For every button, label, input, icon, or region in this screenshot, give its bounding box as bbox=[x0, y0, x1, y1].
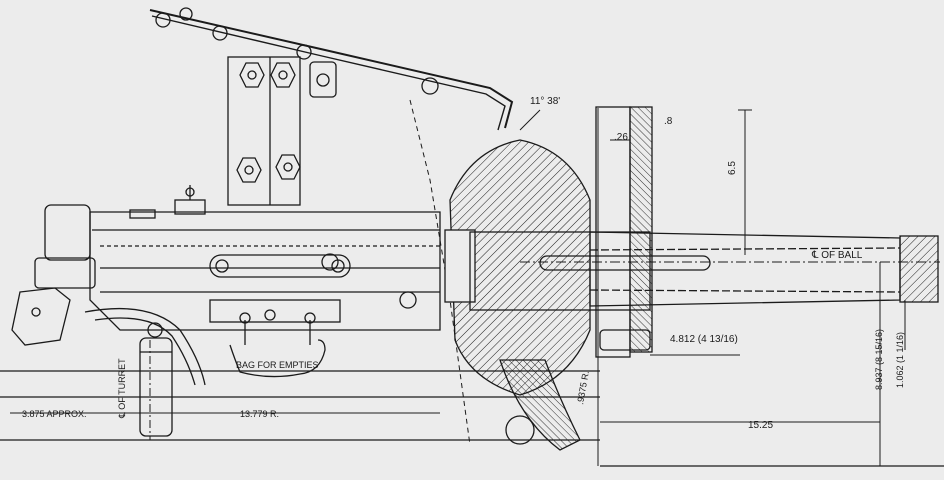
vertical-bracket bbox=[227, 56, 337, 206]
bag-label: BAG FOR EMPTIES bbox=[236, 360, 319, 370]
gun-receiver bbox=[34, 185, 441, 331]
dim-8-label: .8 bbox=[664, 116, 673, 127]
turret-centerline-label: ℄ OF TURRET bbox=[117, 358, 127, 419]
ball-centerline-label: ℄ OF BALL bbox=[811, 250, 863, 261]
pistol-grip bbox=[11, 287, 71, 346]
shield-plate bbox=[149, 7, 514, 131]
dim-small-rot-label: .9375 R. bbox=[575, 370, 591, 405]
angle-label: 11° 38' bbox=[530, 96, 560, 107]
turret-ball bbox=[399, 139, 591, 451]
dim-4812-label: 4.812 (4 13/16) bbox=[670, 334, 738, 345]
dim-65-label: 6.5 bbox=[727, 161, 738, 175]
dimension-lines bbox=[10, 108, 906, 466]
dim-1062-label: 1.062 (1 1/16) bbox=[895, 332, 905, 388]
empties-bag bbox=[229, 309, 326, 378]
dim-1525-label: 15.25 bbox=[748, 420, 773, 431]
trigger-assembly bbox=[84, 307, 206, 437]
dim-3875-label: 3.875 APPROX. bbox=[22, 409, 87, 419]
dim-13779-label: 13.779 R. bbox=[240, 409, 279, 419]
front-plate bbox=[595, 106, 653, 358]
dim-8937-label: 8.937 (8 15/16) bbox=[874, 329, 884, 390]
dim-26-label: .26 bbox=[614, 132, 628, 143]
